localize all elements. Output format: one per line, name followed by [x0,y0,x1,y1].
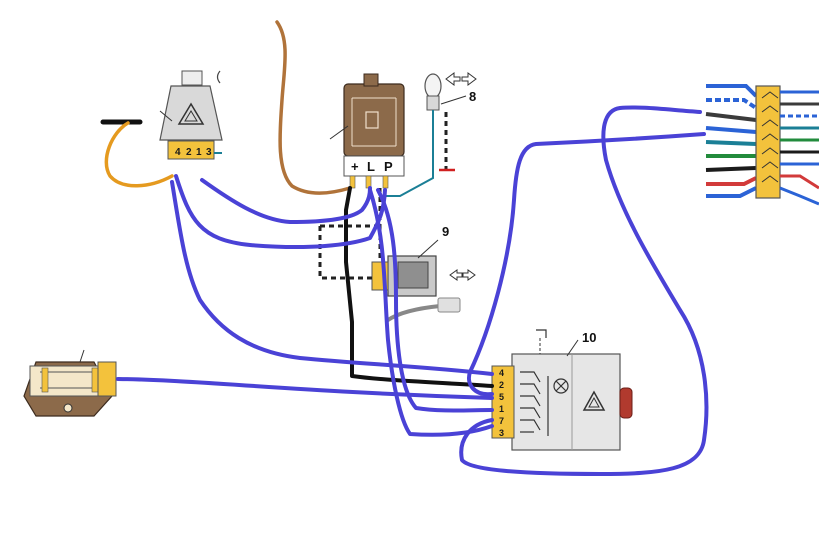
left-switch-pin: 2 [186,147,192,158]
lamp-icon [553,378,569,394]
left-switch-pin: 4 [175,147,181,158]
hazard-switch-pin: 7 [499,416,504,426]
hazard-switch-pins: 4 2 5 1 7 3 [499,368,504,438]
relay-pin-p: P [384,159,393,174]
brown-wire [275,20,352,195]
hazard-switch-pin: 5 [499,392,504,402]
hazard-switch-pin: 4 [499,368,504,378]
hollow-left-arrow-icon [449,269,463,281]
relay: + L P [329,73,405,189]
warning-triangle-icon [582,390,606,411]
hazard-switch-pin: 3 [499,428,504,438]
warning-triangle-icon [177,102,205,125]
left-switch: 4 2 1 3 [159,70,223,160]
blue-wire [376,188,494,413]
blue-wire [467,132,706,397]
harness-connector [705,84,819,206]
hollow-right-arrow-icon [461,72,477,86]
blue-wire [116,377,494,400]
hazard-switch: 10 4 2 5 1 7 3 [491,329,633,451]
blue-wire [459,105,709,476]
callout-8: 8 [469,89,476,104]
hollow-right-arrow-icon [462,269,476,281]
relay-pin-plus: + [351,159,359,174]
hollow-left-arrow-icon [445,72,461,86]
callout-9: 9 [442,224,449,239]
left-switch-pins: 4 2 1 3 [175,147,212,158]
hazard-switch-pin: 2 [499,380,504,390]
left-switch-pin: 1 [196,147,202,158]
callout-10: 10 [582,330,596,345]
hazard-switch-pin: 1 [499,404,504,414]
hand-drawn-wires [100,20,709,476]
blue-wire [368,188,494,437]
relay-pins: + L P [351,159,393,174]
hazard-switch-contacts [520,371,549,436]
relay-pin-l: L [367,159,375,174]
orange-wire [104,121,174,188]
stalk-switch [23,349,117,417]
indicator-lamp: 8 [380,72,477,197]
black-wire [344,186,494,388]
blue-wire [200,178,372,224]
left-switch-pin: 3 [206,147,212,158]
